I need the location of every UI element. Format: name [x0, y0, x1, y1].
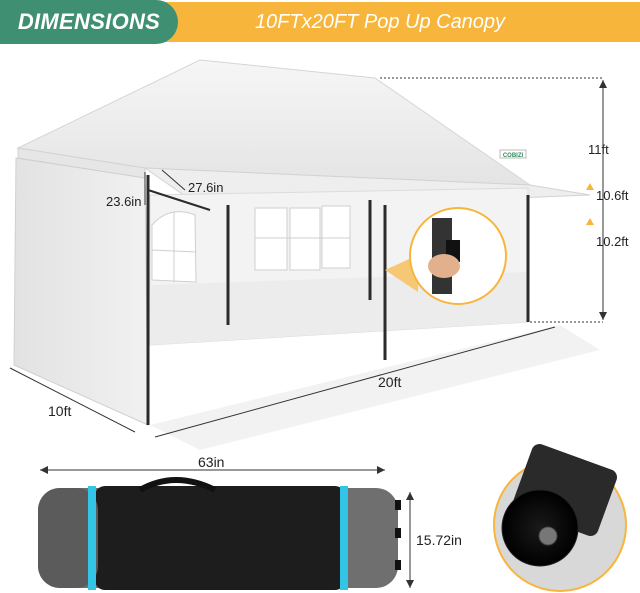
eave-height-inner-label: 10.2ft	[596, 234, 629, 249]
awning-brace	[147, 189, 211, 211]
window-back	[254, 205, 351, 271]
canopy-legs	[146, 175, 530, 425]
ground-shadow	[150, 325, 600, 450]
eave-height-outer-label: 10.6ft	[596, 188, 629, 203]
height-arrow-top	[599, 80, 607, 88]
awning-dimension	[144, 169, 186, 205]
wheel	[501, 489, 579, 567]
length-dimension-line	[154, 326, 556, 438]
detail-hand	[428, 254, 460, 278]
width-dimension-line	[9, 367, 136, 433]
bag-length-arrow-right	[377, 466, 385, 474]
awning-depth-label: 27.6in	[188, 180, 224, 195]
bag-length-label: 63in	[198, 454, 225, 470]
window-side	[151, 211, 197, 283]
bag-length-arrow-left	[40, 466, 48, 474]
banner-title-box: DIMENSIONS	[0, 0, 178, 44]
bag-handle	[138, 477, 217, 493]
brand-logo	[499, 149, 527, 159]
bag-body	[95, 486, 345, 590]
width-label: 10ft	[48, 403, 72, 419]
total-height-label: 11ft	[588, 142, 609, 157]
bag-strap-right	[340, 486, 348, 590]
brand-logo-text: COBIZI	[503, 153, 524, 159]
arrow-up-orange-1	[586, 183, 594, 190]
dimensions-banner: 10FTx20FT Pop Up Canopy DIMENSIONS	[0, 0, 640, 46]
bag-height-label: 15.72in	[416, 532, 462, 548]
height-arrow-bottom	[599, 312, 607, 320]
bag-height-arrow-top	[406, 492, 414, 500]
arrow-up-orange-2	[586, 218, 594, 225]
bag-wheels	[395, 500, 401, 570]
bag-height-arrow-bottom	[406, 580, 414, 588]
length-label: 20ft	[378, 374, 402, 390]
wheel-hub	[538, 526, 558, 546]
awning-drop-label: 23.6in	[106, 194, 142, 209]
height-dimension	[380, 77, 604, 323]
banner-title: DIMENSIONS	[17, 9, 161, 34]
banner-subtitle: 10FTx20FT Pop Up Canopy	[254, 10, 506, 33]
bag-strap-left	[88, 486, 96, 590]
bag-end-left	[38, 488, 98, 588]
